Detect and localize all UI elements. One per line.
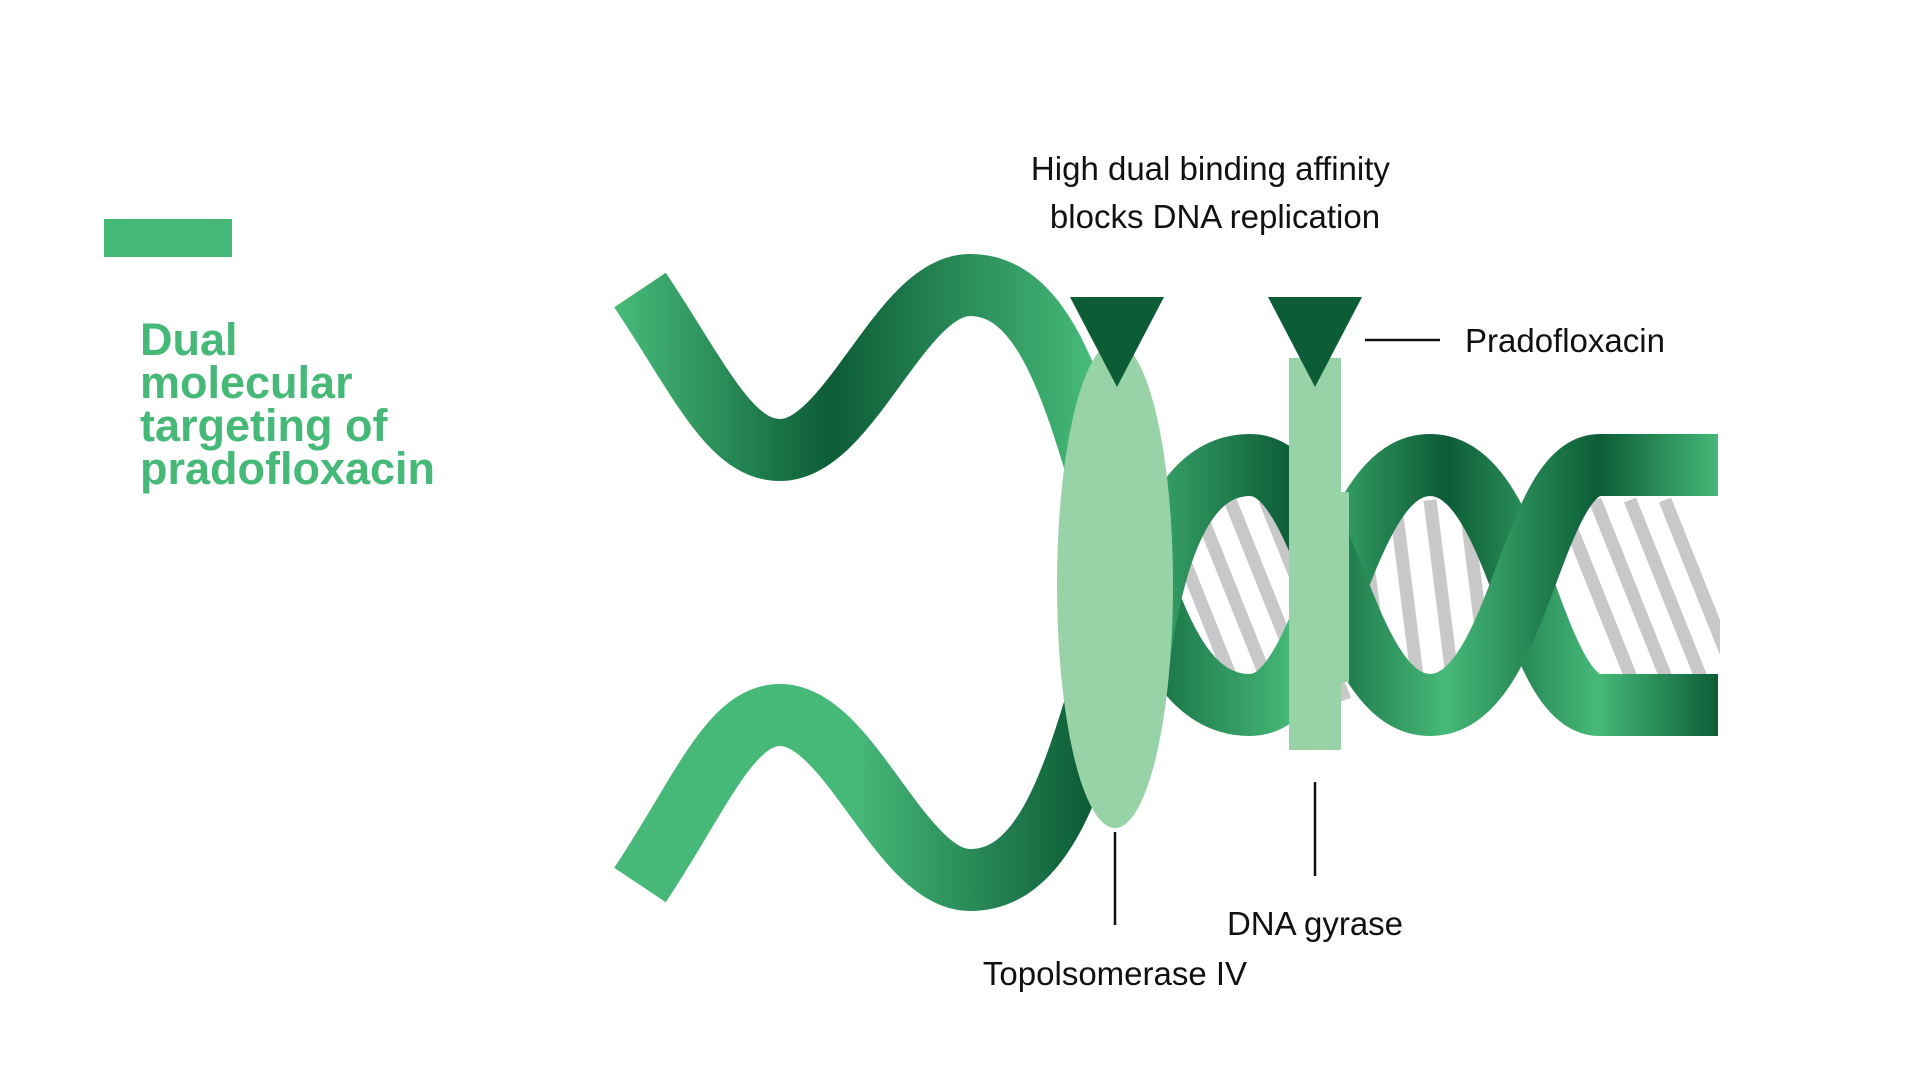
title-line-3: targeting of	[140, 400, 388, 451]
dna-gyrase-enzyme	[1289, 358, 1349, 750]
pradofloxacin-marker-topo	[1070, 297, 1164, 387]
pradofloxacin-label: Pradofloxacin	[1465, 322, 1665, 359]
binding-caption-line-2: blocks DNA replication	[1050, 198, 1380, 235]
topoisomerase-iv-label: Topolsomerase IV	[983, 955, 1247, 992]
dna-gyrase-label: DNA gyrase	[1227, 905, 1403, 942]
dna-strand-upper	[614, 253, 1130, 489]
title-line-1: Dual	[140, 314, 238, 365]
pradofloxacin-marker-gyrase	[1268, 297, 1362, 387]
topoisomerase-iv-enzyme	[1057, 342, 1173, 828]
title-accent-bar	[104, 219, 232, 257]
binding-caption-line-1: High dual binding affinity	[1031, 150, 1390, 187]
title-line-4: pradofloxacin	[140, 443, 435, 494]
helix-strand-b	[1104, 433, 1718, 737]
dna-strand-lower	[614, 681, 1130, 912]
diagram-title: Dual molecular targeting of pradofloxaci…	[140, 314, 435, 494]
title-line-2: molecular	[140, 357, 353, 408]
binding-caption: High dual binding affinity blocks DNA re…	[1031, 150, 1399, 235]
